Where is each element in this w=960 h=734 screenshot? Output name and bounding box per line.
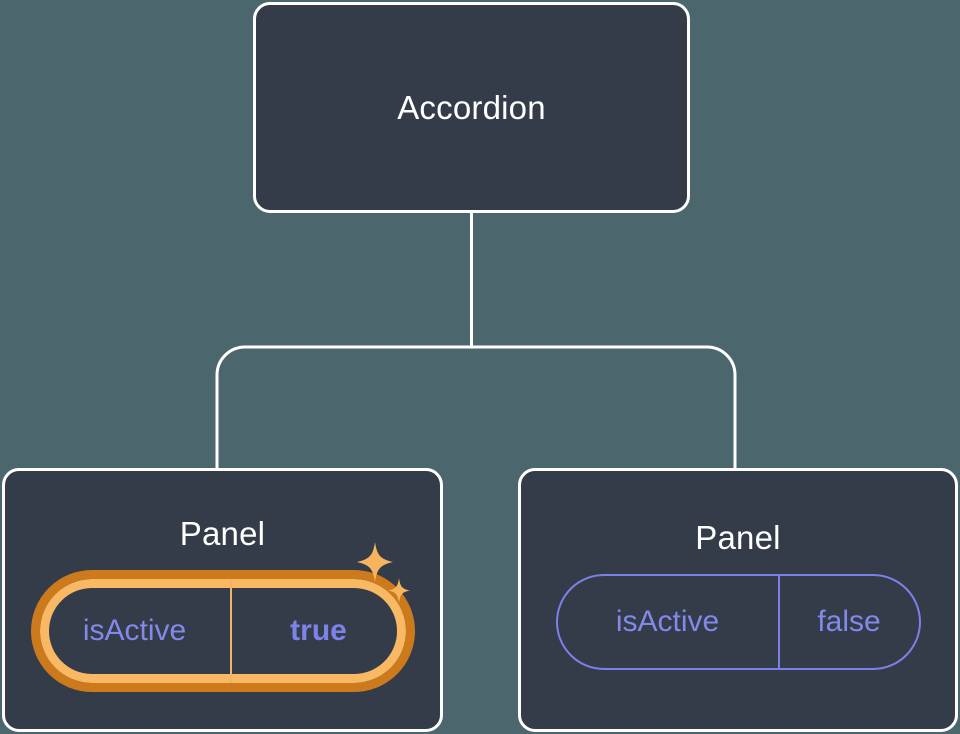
- prop-pill-isactive-true[interactable]: isActive true: [30, 570, 415, 692]
- prop-pill-isactive-false[interactable]: isActive false: [555, 574, 921, 670]
- prop-value-label: true: [290, 614, 347, 647]
- node-panel-inactive[interactable]: Panel isActive false: [518, 468, 958, 732]
- node-accordion[interactable]: Accordion: [253, 2, 690, 213]
- connector-branch-right: [471, 345, 737, 470]
- prop-value-label: false: [817, 605, 881, 638]
- node-panel-inactive-title: Panel: [695, 519, 781, 556]
- prop-key-label: isActive: [40, 579, 232, 683]
- node-panel-active[interactable]: Panel isActive true: [2, 468, 443, 732]
- prop-pill-wrap-active: isActive true: [5, 542, 440, 692]
- connector-branch-left: [215, 345, 472, 470]
- prop-pill-wrap-inactive: isActive false: [521, 574, 955, 670]
- node-accordion-title: Accordion: [397, 89, 546, 126]
- prop-key-label: isActive: [558, 576, 780, 668]
- node-panel-active-title: Panel: [179, 515, 266, 552]
